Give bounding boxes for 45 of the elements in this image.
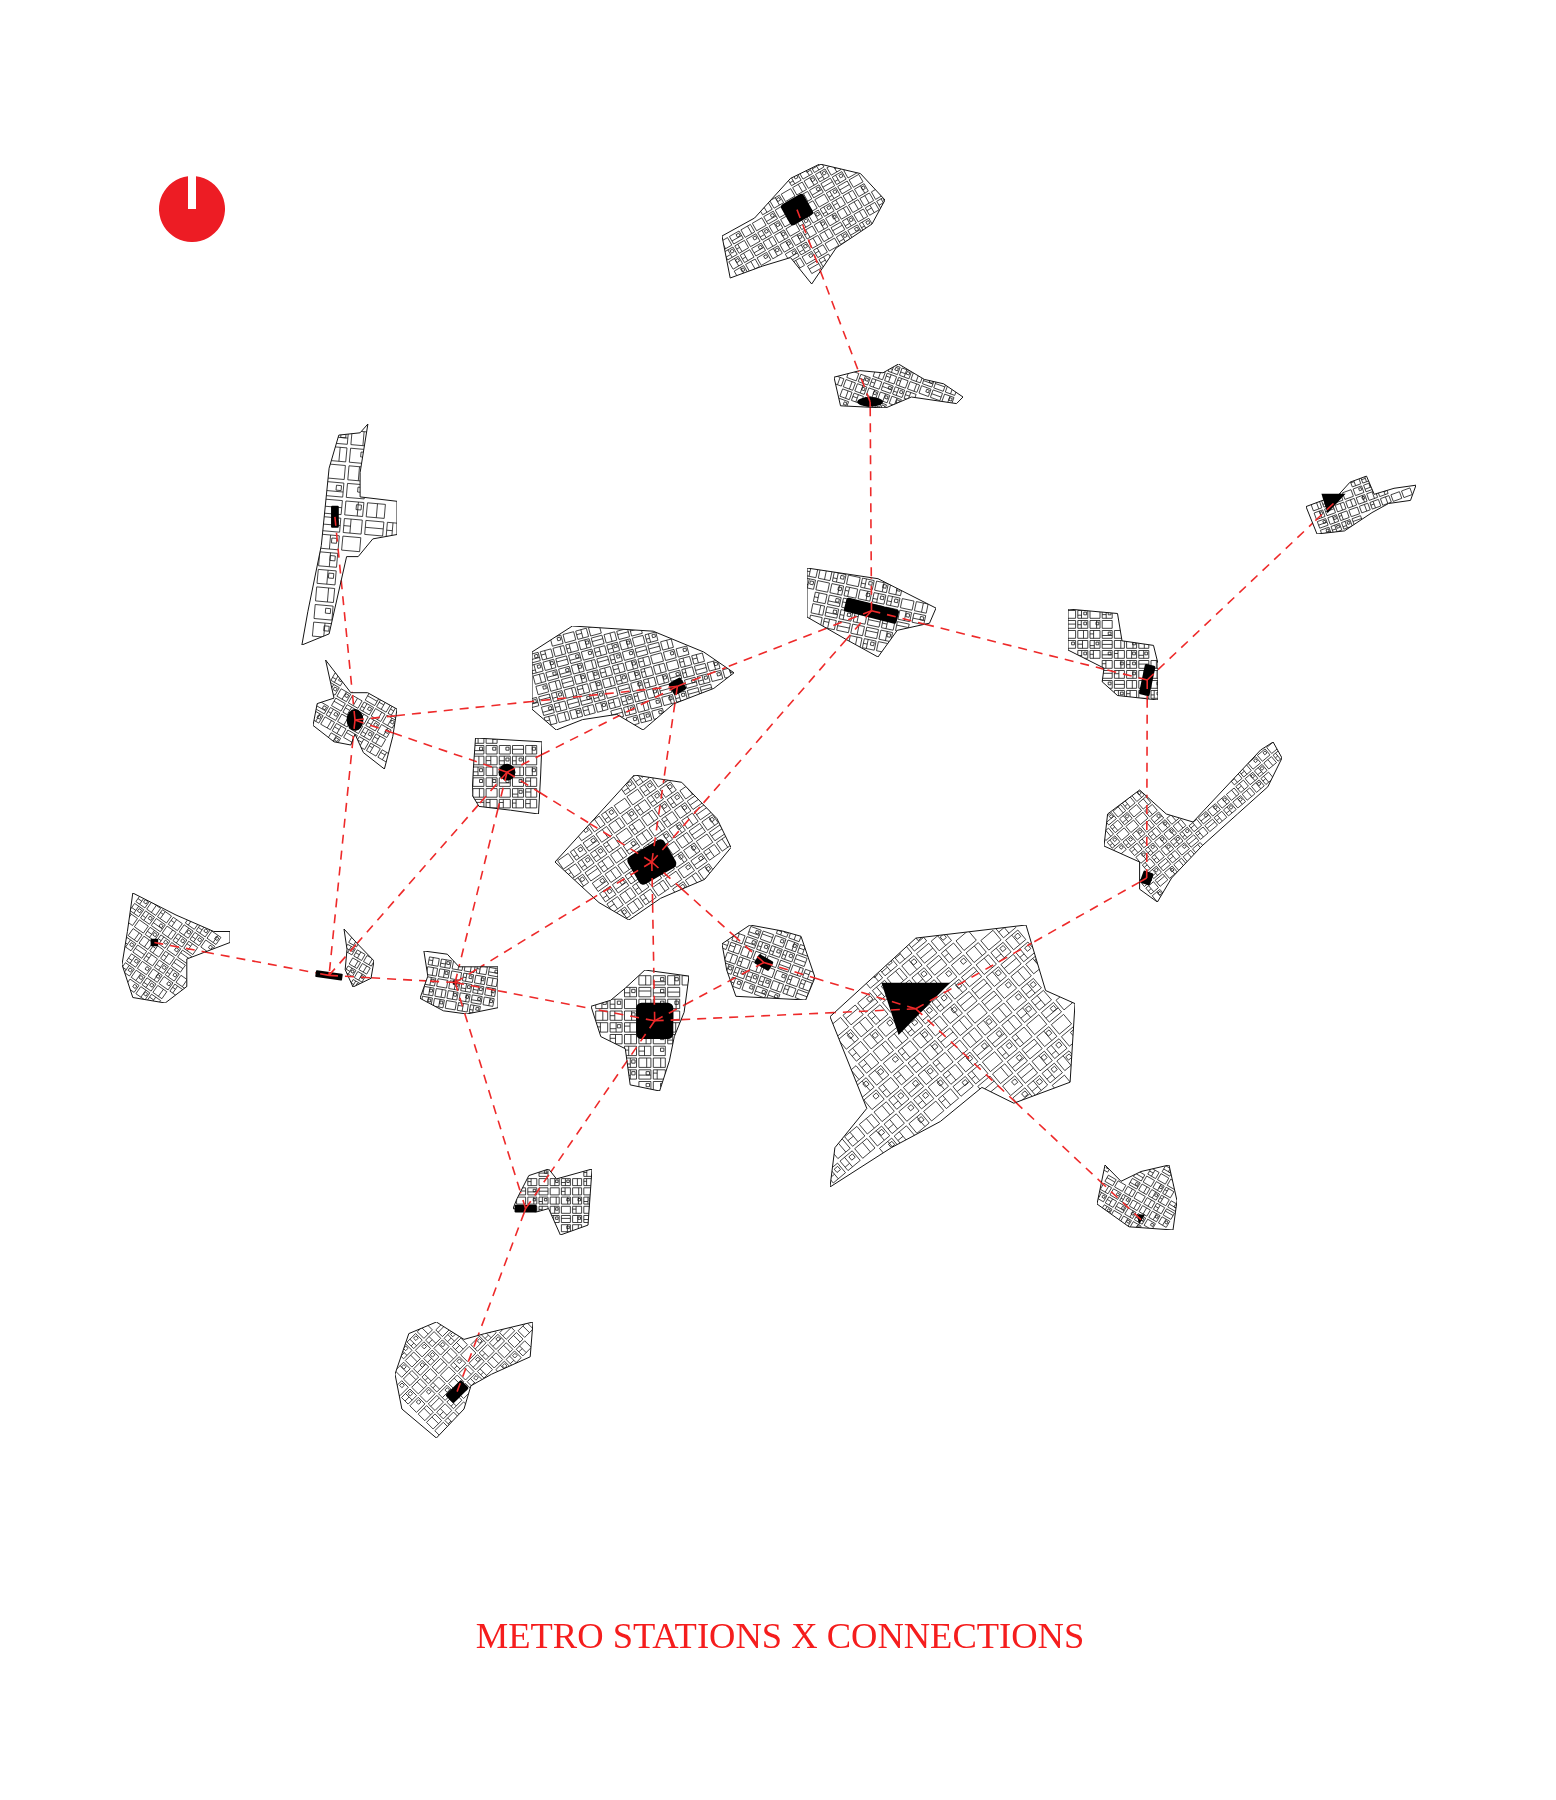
connection-line xyxy=(1157,522,1314,671)
city-block-map xyxy=(313,660,397,769)
city-block-map xyxy=(472,738,542,814)
connection-line xyxy=(356,804,479,945)
connection-line xyxy=(1015,1101,1103,1184)
connection-line xyxy=(538,791,591,825)
connection-line xyxy=(680,1011,836,1021)
city-block-map xyxy=(395,1322,533,1438)
connection-line xyxy=(681,888,735,937)
city-block-map xyxy=(830,925,1075,1187)
city-block-map xyxy=(122,893,230,1003)
connection-line xyxy=(370,977,427,982)
city-block-map xyxy=(314,929,374,987)
city-block-map xyxy=(1068,609,1158,700)
connection-line xyxy=(701,638,848,805)
connection-line xyxy=(550,1060,628,1173)
city-block-map xyxy=(1104,742,1282,902)
city-block-map xyxy=(420,951,498,1014)
connection-line xyxy=(480,896,595,968)
city-block-map xyxy=(532,626,734,730)
connection-line xyxy=(395,700,533,717)
connection-line xyxy=(684,979,732,1006)
connection-line xyxy=(464,1012,522,1193)
city-block-map xyxy=(1306,473,1416,534)
connection-line xyxy=(651,903,655,972)
city-block-map xyxy=(722,164,885,284)
connection-line xyxy=(328,738,354,973)
connection-line xyxy=(458,807,499,968)
connection-line xyxy=(924,623,1105,670)
diagram-title: METRO STATIONS X CONNECTIONS xyxy=(475,1616,1085,1657)
city-block-map xyxy=(1097,1165,1177,1230)
connection-line xyxy=(819,270,860,372)
city-block-map xyxy=(555,775,731,920)
connection-line xyxy=(477,1211,525,1337)
connection-line xyxy=(204,951,317,974)
city-block-map xyxy=(807,568,936,657)
connection-line xyxy=(540,714,620,756)
connection-line xyxy=(392,732,475,762)
city-block-map xyxy=(300,424,397,645)
city-block-map xyxy=(591,970,689,1091)
connection-line xyxy=(869,406,873,579)
city-block-map xyxy=(834,364,963,408)
city-block-map xyxy=(513,1169,592,1235)
connection-line xyxy=(1146,698,1148,798)
city-block-map xyxy=(722,925,815,1000)
